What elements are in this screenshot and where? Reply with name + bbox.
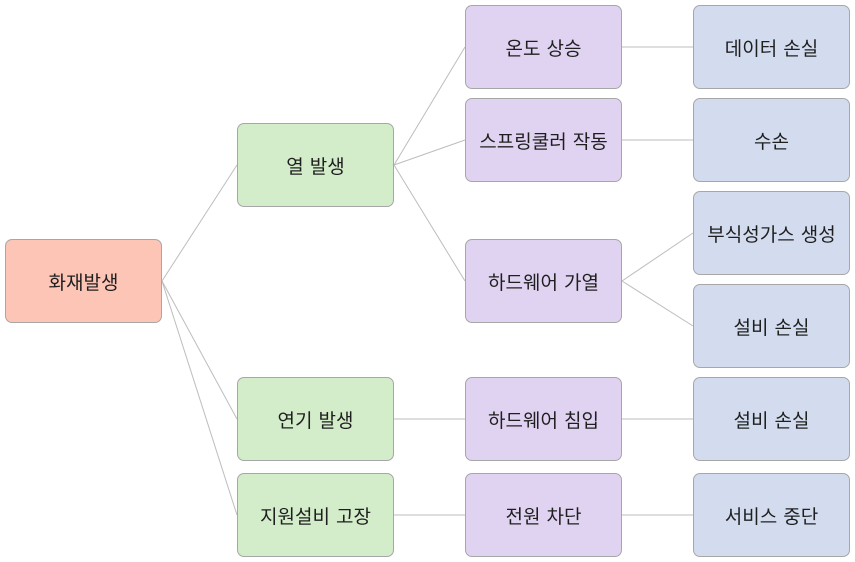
node-smoke-label: 연기 발생 bbox=[277, 409, 354, 432]
connector-node-hardware-heating-to-node-corrosive-gas bbox=[621, 232, 694, 282]
connector-root-node-fire-to-node-heat bbox=[161, 164, 238, 282]
node-water-damage: 수손 bbox=[693, 98, 850, 182]
node-equipment-loss-1-label: 설비 손실 bbox=[733, 316, 810, 339]
node-water-damage-label: 수손 bbox=[754, 130, 789, 153]
node-sprinkler: 스프링쿨러 작동 bbox=[465, 98, 622, 182]
node-hardware-heating: 하드웨어 가열 bbox=[465, 239, 622, 323]
node-corrosive-gas: 부식성가스 생성 bbox=[693, 191, 850, 275]
connector-node-hardware-heating-to-node-equipment-loss-1 bbox=[621, 280, 694, 327]
root-node-label: 화재발생 bbox=[48, 271, 119, 294]
node-equipment-loss-2: 설비 손실 bbox=[693, 377, 850, 461]
node-power-cut-label: 전원 차단 bbox=[505, 505, 582, 528]
connector-node-heat-to-node-temperature-rise bbox=[393, 46, 466, 166]
node-smoke: 연기 발생 bbox=[237, 377, 394, 461]
node-service-outage-label: 서비스 중단 bbox=[724, 505, 819, 528]
node-support-failure-label: 지원설비 고장 bbox=[260, 505, 371, 528]
node-service-outage: 서비스 중단 bbox=[693, 473, 850, 557]
node-sprinkler-label: 스프링쿨러 작동 bbox=[479, 130, 608, 153]
node-temperature-rise-label: 온도 상승 bbox=[505, 37, 582, 60]
node-heat-label: 열 발생 bbox=[286, 155, 345, 178]
node-hardware-intrusion-label: 하드웨어 침입 bbox=[488, 409, 599, 432]
root-node-fire: 화재발생 bbox=[5, 239, 162, 323]
node-corrosive-gas-label: 부식성가스 생성 bbox=[707, 223, 836, 246]
node-data-loss-label: 데이터 손실 bbox=[724, 37, 819, 60]
node-hardware-heating-label: 하드웨어 가열 bbox=[488, 271, 599, 294]
node-heat: 열 발생 bbox=[237, 123, 394, 207]
node-hardware-intrusion: 하드웨어 침입 bbox=[465, 377, 622, 461]
connector-node-heat-to-node-hardware-heating bbox=[393, 164, 466, 282]
node-equipment-loss-2-label: 설비 손실 bbox=[733, 409, 810, 432]
node-equipment-loss-1: 설비 손실 bbox=[693, 284, 850, 368]
node-temperature-rise: 온도 상승 bbox=[465, 5, 622, 89]
node-power-cut: 전원 차단 bbox=[465, 473, 622, 557]
node-data-loss: 데이터 손실 bbox=[693, 5, 850, 89]
connector-node-heat-to-node-sprinkler bbox=[393, 139, 466, 166]
connector-root-node-fire-to-node-smoke bbox=[161, 280, 238, 420]
node-support-failure: 지원설비 고장 bbox=[237, 473, 394, 557]
connector-root-node-fire-to-node-support-failure bbox=[161, 280, 238, 516]
